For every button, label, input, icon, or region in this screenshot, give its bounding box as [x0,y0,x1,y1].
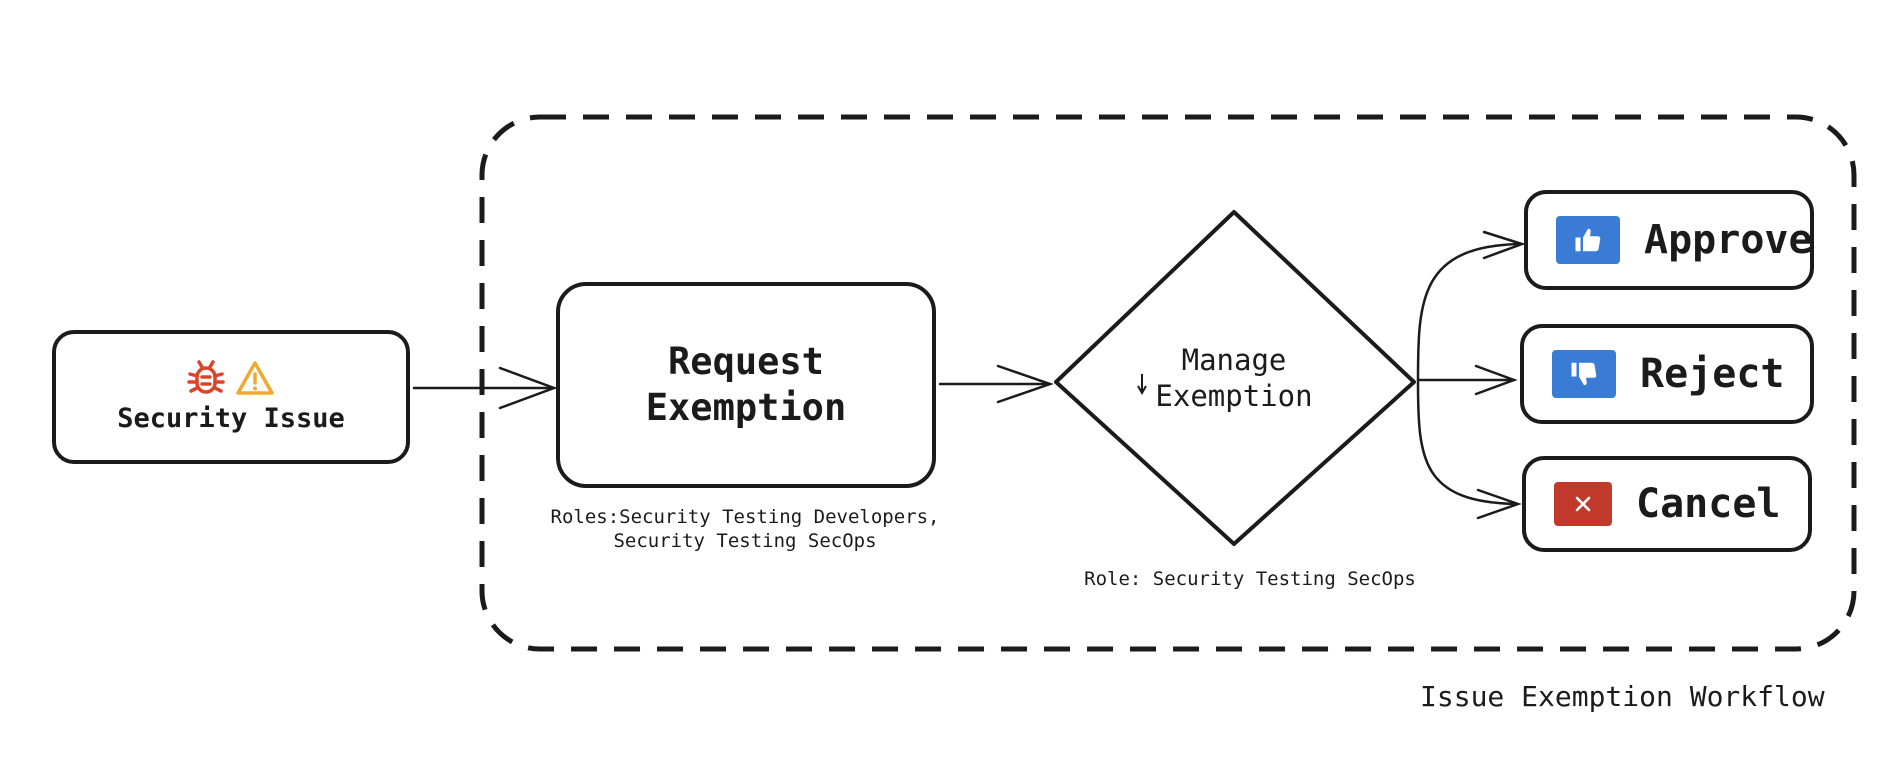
bug-icon [187,360,225,394]
cancel-badge [1554,482,1612,526]
reject-label: Reject [1640,351,1785,397]
approve-label: Approve [1644,217,1813,263]
request-exemption-line1: Request [668,339,824,383]
edge-security-to-request [412,366,558,410]
approve-badge [1556,216,1620,264]
manage-exemption-line2: Exemption [1155,379,1313,414]
request-roles-line1: Roles:Security Testing Developers, [550,506,940,528]
cancel-label: Cancel [1636,481,1781,527]
security-issue-label: Security Issue [117,403,345,435]
request-exemption-line2: Exemption [645,386,847,429]
down-arrow-icon [1137,374,1147,396]
reject-node: Reject [1520,324,1814,424]
manage-exemption-role: Role: Security Testing SecOps [1084,568,1416,590]
security-issue-node: Security Issue [52,330,410,464]
request-exemption-node: Request Exemption [556,282,936,488]
workflow-group-boundary [479,114,1857,652]
request-exemption-roles: Roles:Security Testing Developers, Secur… [520,506,970,554]
thumbs-up-icon [1575,228,1601,252]
edge-manage-to-approve [1416,230,1526,382]
manage-exemption-diamond [1054,210,1416,546]
request-roles-line2: Security Testing SecOps [613,529,877,552]
approve-node: Approve [1524,190,1814,290]
edge-manage-to-reject [1416,364,1518,396]
close-icon [1575,496,1591,512]
reject-badge [1552,350,1616,398]
cancel-node: Cancel [1522,456,1812,552]
edge-manage-to-cancel [1416,380,1522,520]
manage-exemption-line1: Manage [1181,343,1287,377]
manage-exemption-label: Manage Exemption [1134,342,1334,415]
security-issue-icons [187,358,275,398]
diagram-title: Issue Exemption Workflow [1420,680,1825,713]
edge-request-to-manage [938,364,1054,404]
warning-icon [236,361,274,395]
thumbs-down-icon [1571,362,1597,386]
